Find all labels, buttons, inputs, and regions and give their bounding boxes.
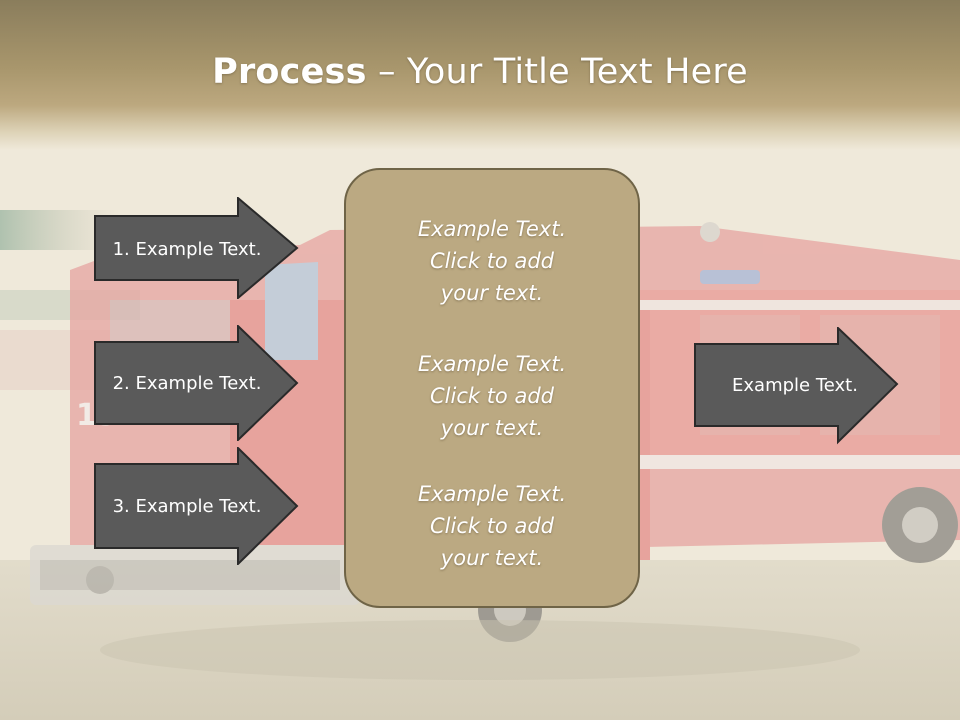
step-3-arrow-shape xyxy=(94,447,299,565)
title-dash: – xyxy=(366,52,407,92)
center-text-block-1[interactable]: Example Text. Click to add your text. xyxy=(344,213,640,309)
step-2-label[interactable]: 2. Example Text. xyxy=(112,372,262,394)
step-3-label[interactable]: 3. Example Text. xyxy=(112,495,262,517)
step-1-label[interactable]: 1. Example Text. xyxy=(112,238,262,260)
block-3-line-3: your text. xyxy=(440,546,544,570)
center-text-box[interactable] xyxy=(344,168,640,608)
step-1-arrow-shape xyxy=(94,197,299,299)
block-3-line-2: Click to add xyxy=(429,514,554,538)
step-2-arrow-shape xyxy=(94,325,299,441)
center-text-block-3[interactable]: Example Text. Click to add your text. xyxy=(344,478,640,574)
block-1-line-2: Click to add xyxy=(429,249,554,273)
block-1-line-1: Example Text. xyxy=(417,217,567,241)
right-arrow-label[interactable]: Example Text. xyxy=(732,374,858,396)
page-title: Process – Your Title Text Here xyxy=(0,52,960,92)
block-2-line-2: Click to add xyxy=(429,384,554,408)
right-arrow-shape xyxy=(694,327,899,445)
block-2-line-3: your text. xyxy=(440,416,544,440)
title-bar xyxy=(0,0,960,150)
title-strong: Process xyxy=(212,52,367,92)
block-1-line-3: your text. xyxy=(440,281,544,305)
center-text-block-2[interactable]: Example Text. Click to add your text. xyxy=(344,348,640,444)
title-rest: Your Title Text Here xyxy=(406,52,748,92)
block-2-line-1: Example Text. xyxy=(417,352,567,376)
block-3-line-1: Example Text. xyxy=(417,482,567,506)
